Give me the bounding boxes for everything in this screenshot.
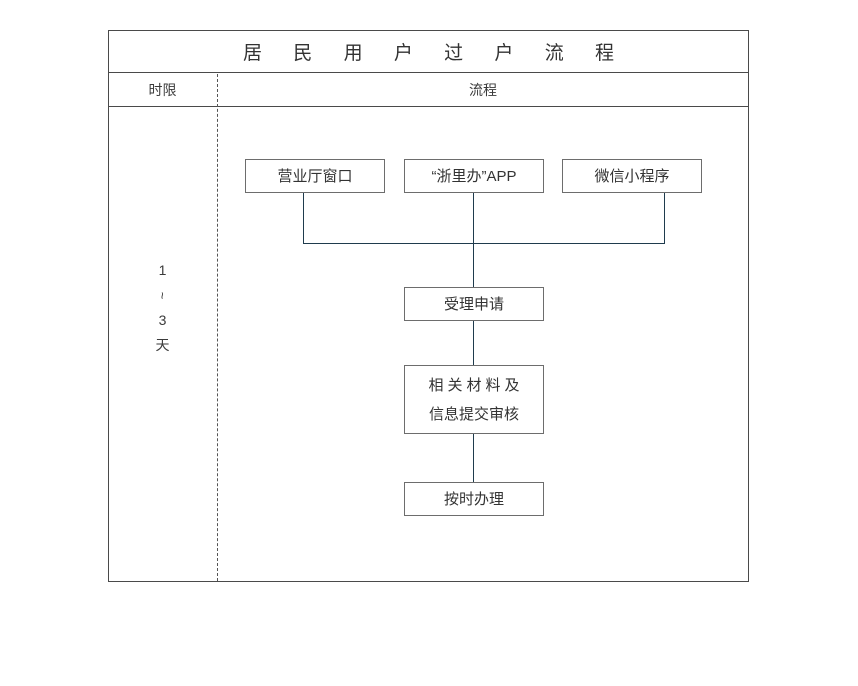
- page-title: 居 民 用 户 过 户 流 程: [243, 42, 627, 64]
- connector-horizontal-bus: [303, 242, 665, 244]
- node-materials-review-label-line1: 相关材料及: [428, 376, 524, 394]
- table-frame: [108, 30, 749, 582]
- time-value-max: 3: [158, 312, 167, 328]
- node-zhelib-app-label: “浙里办”APP: [431, 167, 517, 185]
- column-header-time: 时限: [148, 81, 177, 98]
- column-header-flow: 流程: [469, 81, 497, 98]
- connector-accept-to-materials: [472, 321, 474, 366]
- node-hall-window-label: 营业厅窗口: [277, 167, 353, 185]
- time-range-tilde: ~: [155, 291, 170, 300]
- node-zhelib-app[interactable]: “浙里办”APP: [404, 159, 544, 193]
- title-row: 居 民 用 户 过 户 流 程: [108, 30, 749, 73]
- node-accept-application[interactable]: 受理申请: [404, 287, 544, 321]
- node-wechat-miniprogram-label: 微信小程序: [594, 167, 670, 185]
- connector-hall-to-bus: [303, 193, 305, 244]
- time-value-min: 1: [158, 262, 167, 278]
- connector-wechat-to-bus: [664, 193, 666, 244]
- connector-app-to-accept: [472, 193, 474, 288]
- node-accept-application-label: 受理申请: [443, 295, 504, 313]
- column-header-row: 时限 流程: [108, 73, 749, 107]
- time-value-unit: 天: [155, 337, 170, 353]
- node-wechat-miniprogram[interactable]: 微信小程序: [562, 159, 702, 193]
- node-materials-review[interactable]: 相关材料及 信息提交审核: [404, 365, 544, 434]
- node-timely-processing-label: 按时办理: [443, 490, 504, 508]
- column-divider-dashed: [217, 74, 218, 581]
- node-timely-processing[interactable]: 按时办理: [404, 482, 544, 516]
- node-hall-window[interactable]: 营业厅窗口: [245, 159, 385, 193]
- node-materials-review-label-line2: 信息提交审核: [428, 405, 519, 423]
- connector-materials-to-process: [472, 434, 474, 482]
- time-duration-value: 1 ~ 3 天: [108, 258, 217, 358]
